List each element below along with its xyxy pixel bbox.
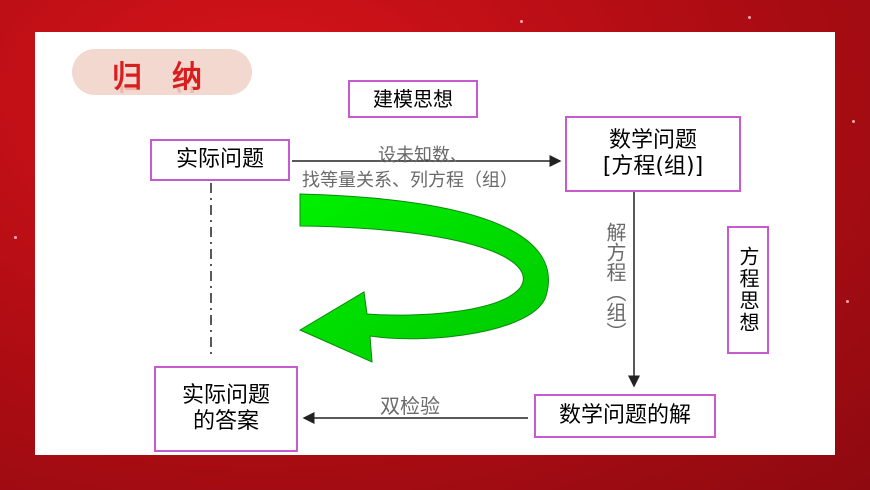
star-decoration — [520, 20, 523, 23]
curved-green-arrow — [298, 193, 549, 363]
math-solution-label: 数学问题的解 — [558, 402, 691, 428]
title-pill — [72, 49, 252, 95]
math-problem-box: 数学问题 [方程(组)] — [565, 116, 741, 192]
star-decoration — [846, 300, 849, 303]
page-title: 归纳 — [112, 60, 232, 95]
top-edge-label-line2: 找等量关系、列方程（组） — [302, 170, 518, 191]
bottom-edge-label: 双检验 — [380, 394, 440, 418]
star-decoration — [14, 236, 17, 239]
top-edge-label-line1: 设未知数、 — [378, 145, 468, 166]
equation-thought-box: 方程思想 — [727, 226, 769, 354]
modeling-thought-label: 建模思想 — [373, 87, 453, 111]
real-problem-label: 实际问题 — [175, 146, 264, 172]
star-decoration — [748, 16, 751, 19]
right-edge-label: 解方程（组） — [603, 222, 627, 342]
star-decoration — [852, 120, 855, 123]
math-problem-label: 数学问题 — [608, 127, 697, 153]
real-answer-box: 实际问题 的答案 — [154, 366, 298, 452]
math-problem-equation-label: [方程(组)] — [602, 154, 704, 179]
real-problem-box: 实际问题 — [150, 139, 290, 181]
real-answer-label-line2: 的答案 — [192, 409, 259, 434]
modeling-thought-box: 建模思想 — [348, 80, 478, 118]
equation-thought-label: 方程思想 — [736, 246, 760, 334]
real-answer-label-line1: 实际问题 — [181, 382, 270, 408]
math-solution-box: 数学问题的解 — [534, 394, 716, 438]
